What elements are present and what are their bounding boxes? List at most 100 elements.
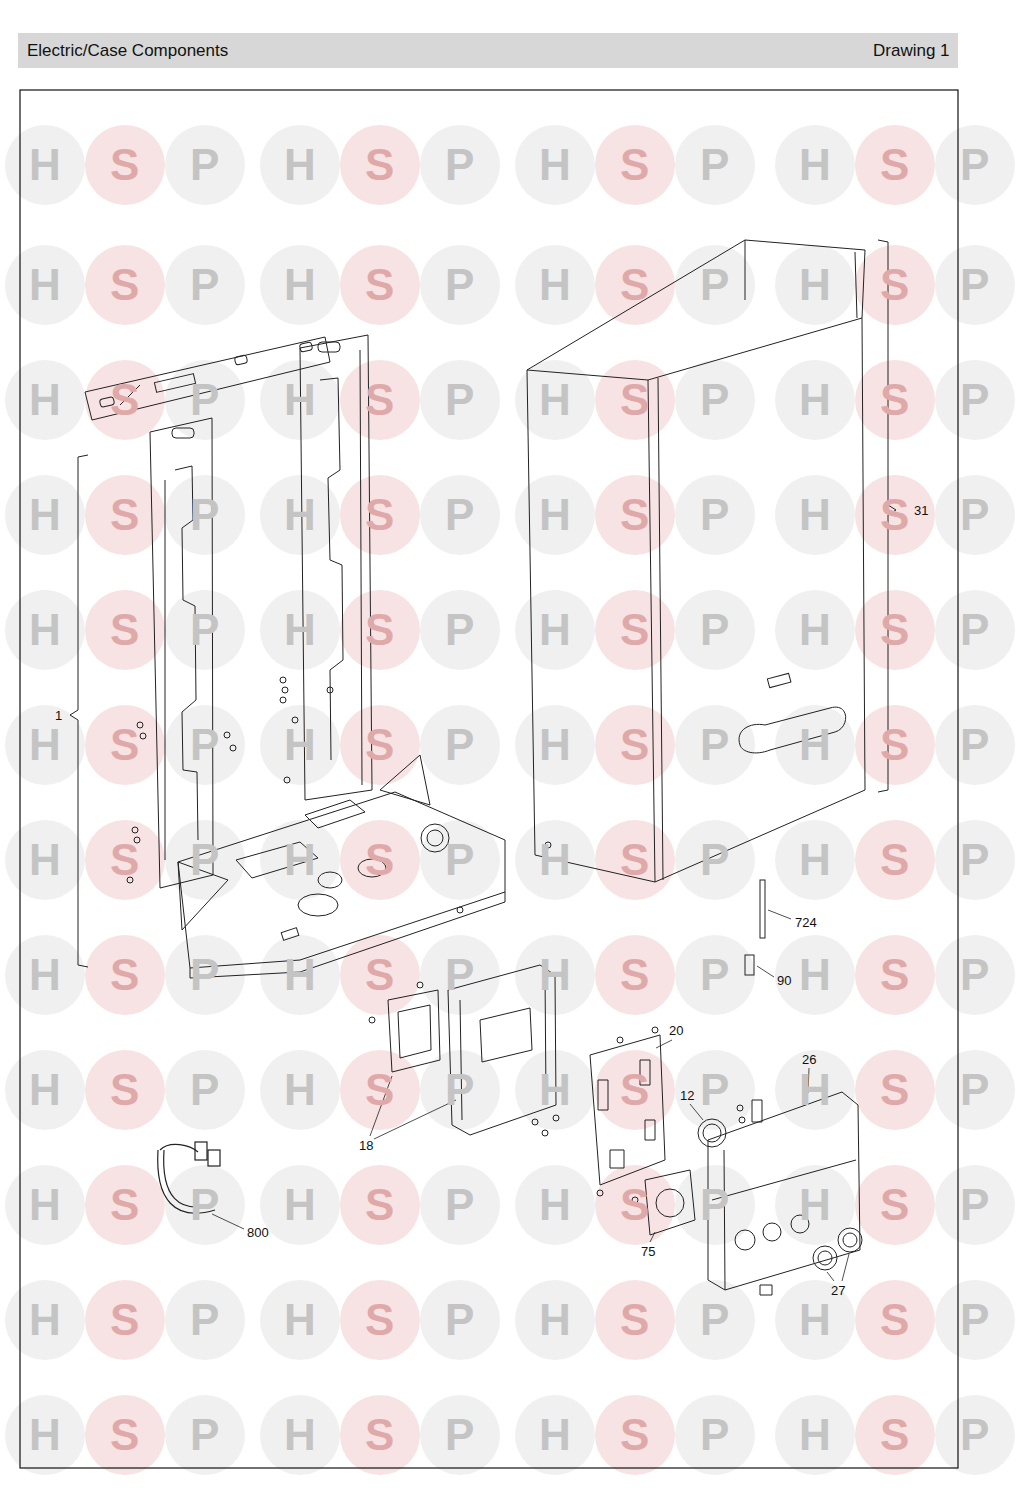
chassis-frame (457, 907, 463, 913)
watermark-circle (595, 475, 675, 555)
callout-number: 75 (641, 1245, 655, 1258)
watermark-circle (85, 245, 165, 325)
watermark-circle (340, 245, 420, 325)
watermark-circle (85, 1280, 165, 1360)
watermark-circle (855, 245, 935, 325)
watermark-letter: P (445, 263, 474, 307)
watermark-letter: P (700, 1183, 729, 1227)
watermark-circle (855, 360, 935, 440)
callout-number: 26 (802, 1053, 816, 1066)
bracket-1 (70, 455, 88, 967)
electrics (760, 1285, 772, 1295)
watermark-circle (935, 475, 1015, 555)
watermark-letter: P (960, 953, 989, 997)
watermark-circle (165, 245, 245, 325)
watermark-circle (85, 1165, 165, 1245)
watermark-letter: P (960, 378, 989, 422)
watermark-letter: S (110, 493, 139, 537)
watermark-letter: H (799, 1183, 831, 1227)
cable-800 (160, 1144, 198, 1152)
watermark-letter: P (960, 1298, 989, 1342)
watermark-letter: P (445, 608, 474, 652)
watermark-letter: H (799, 953, 831, 997)
watermark-circle (260, 1050, 340, 1130)
watermark-letter: H (29, 1413, 61, 1457)
watermark-circle (5, 1395, 85, 1475)
watermark-circle (260, 1165, 340, 1245)
watermark-letter: H (799, 1298, 831, 1342)
watermark-letter: P (445, 1413, 474, 1457)
watermark-circle (420, 590, 500, 670)
watermark-letter: H (799, 838, 831, 882)
watermark-circle (165, 1050, 245, 1130)
watermark-circle (260, 935, 340, 1015)
case-cover (527, 370, 655, 882)
watermark-letter: H (284, 1413, 316, 1457)
watermark-letter: H (799, 1068, 831, 1112)
watermark-circle (515, 245, 595, 325)
case-cover (527, 240, 865, 882)
case-cover (648, 318, 865, 882)
leader-lines (827, 1272, 834, 1281)
watermark-letter: H (29, 493, 61, 537)
watermark-circle (260, 590, 340, 670)
watermark-circle (855, 705, 935, 785)
watermark-circle (595, 125, 675, 205)
watermark-circle (855, 1165, 935, 1245)
callout-number: 724 (795, 916, 817, 929)
electrics (698, 1119, 726, 1147)
watermark-circle (595, 1280, 675, 1360)
watermark-circle (855, 590, 935, 670)
watermark-circle (675, 1165, 755, 1245)
watermark-letter: H (284, 1298, 316, 1342)
electrics (752, 1100, 762, 1122)
chassis-frame (298, 894, 338, 916)
watermark-circle (85, 1050, 165, 1130)
chassis-frame (318, 342, 340, 352)
watermark-letter: H (284, 1183, 316, 1227)
watermark-letter: P (190, 378, 219, 422)
watermark-circle (935, 705, 1015, 785)
watermark-letter: S (110, 143, 139, 187)
electrics (652, 1027, 658, 1033)
watermark-circle (935, 1395, 1015, 1475)
watermark-circle (340, 475, 420, 555)
watermark-circle (420, 1280, 500, 1360)
electrics (656, 1189, 684, 1217)
watermark-letter: H (799, 723, 831, 767)
watermark-letter: H (284, 143, 316, 187)
case-cover (527, 240, 865, 370)
drawing-frame (20, 90, 958, 1468)
watermark-letter: H (539, 1068, 571, 1112)
watermark-letter: P (960, 1068, 989, 1112)
callout-number: 27 (831, 1284, 845, 1297)
watermark-letter: P (700, 378, 729, 422)
watermark-circle (85, 935, 165, 1015)
watermark-circle (775, 935, 855, 1015)
watermark-letter: S (620, 953, 649, 997)
watermark-circle (85, 125, 165, 205)
watermark-letter: H (539, 953, 571, 997)
electrics (645, 1120, 655, 1140)
watermark-letter: S (620, 493, 649, 537)
chassis-frame (280, 697, 286, 703)
watermark-circle (855, 1395, 935, 1475)
chassis-frame (280, 677, 286, 683)
watermark-circle (5, 360, 85, 440)
watermark-circle (935, 590, 1015, 670)
watermark-letter: H (29, 723, 61, 767)
watermark-circle (675, 360, 755, 440)
watermark-circle (595, 935, 675, 1015)
electrics (739, 1117, 745, 1123)
watermark-circle (775, 245, 855, 325)
electrics (369, 1017, 375, 1023)
chassis-frame (320, 378, 343, 760)
watermark-circle (165, 360, 245, 440)
watermark-letter: S (620, 608, 649, 652)
watermark-letter: S (365, 143, 394, 187)
leader-lines (650, 1232, 655, 1242)
watermark-circle (260, 245, 340, 325)
watermark-circle (675, 935, 755, 1015)
watermark-circle (340, 705, 420, 785)
watermark-letter: S (880, 838, 909, 882)
